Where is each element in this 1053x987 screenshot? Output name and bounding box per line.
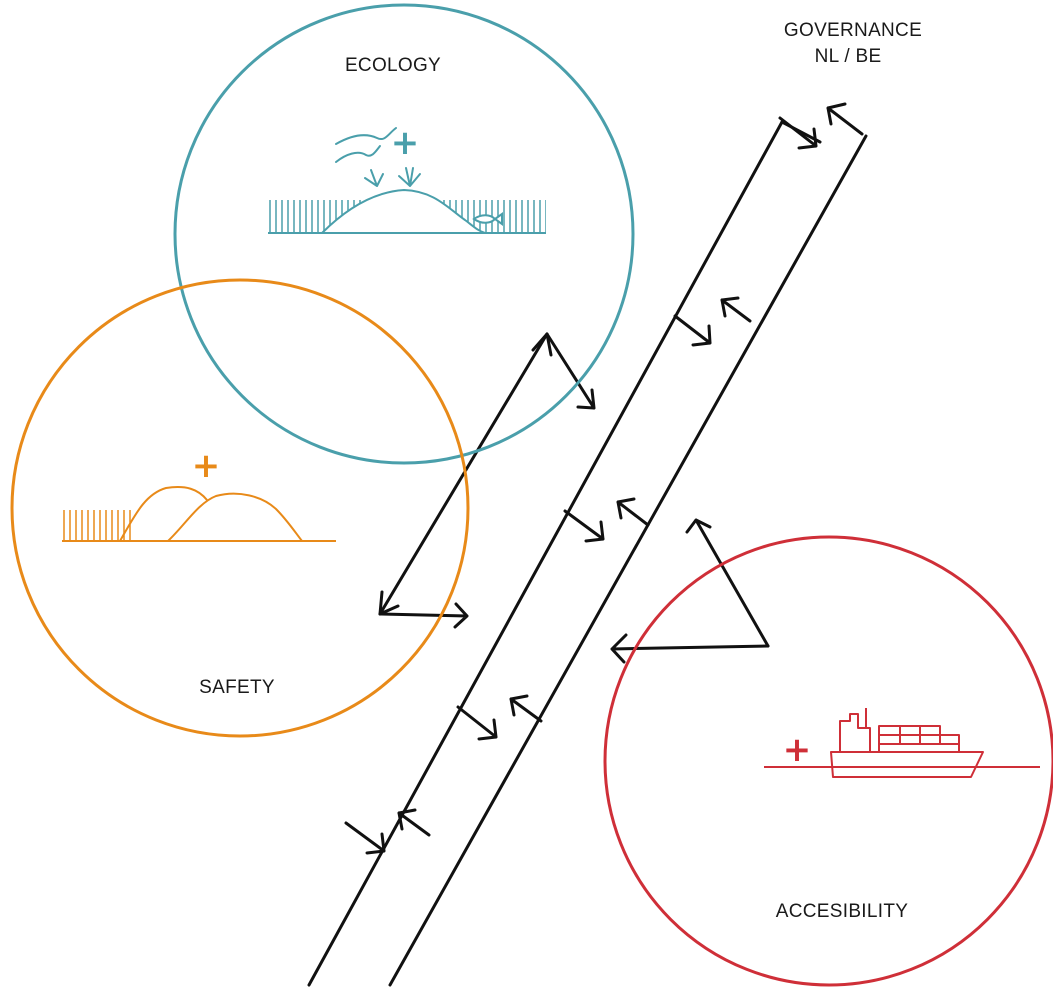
- container-ship-icon: +: [764, 708, 1040, 778]
- safety-ecology-exchange-arrows: [378, 332, 596, 629]
- channel-left-edge: [307, 120, 784, 987]
- ecology-label: ECOLOGY: [345, 55, 441, 76]
- safety-circle: [10, 278, 470, 738]
- accessibility-circle: [603, 535, 1053, 987]
- dike-reinforcement-icon: +: [62, 446, 336, 542]
- accessibility-label: ACCESIBILITY: [776, 901, 908, 922]
- ecology-circle: [173, 3, 635, 465]
- cross-channel-arrows-1: [673, 296, 752, 347]
- cross-channel-arrows-2: [563, 497, 650, 543]
- ecology-plus-icon: +: [391, 123, 420, 163]
- cross-channel-arrows-4: [344, 808, 431, 855]
- governance-label: GOVERNANCE: [784, 20, 922, 41]
- accessibility-exchange-arrows: [610, 518, 770, 664]
- accessibility-plus-icon: +: [783, 730, 812, 770]
- ecology-circle-group: ECOLOGY +: [173, 3, 635, 465]
- cross-channel-arrows-3: [456, 694, 543, 741]
- safety-label: SAFETY: [199, 677, 275, 698]
- channel-top-arrows: [778, 102, 864, 150]
- governance-sublabel: NL / BE: [815, 46, 882, 67]
- accessibility-circle-group: ACCESIBILITY +: [603, 535, 1053, 987]
- safety-circle-group: SAFETY +: [10, 278, 470, 738]
- channel-right-edge: [388, 134, 868, 987]
- dune-with-birds-and-fish-icon: +: [268, 123, 546, 234]
- safety-plus-icon: +: [192, 446, 221, 486]
- governance-channel: [307, 120, 868, 987]
